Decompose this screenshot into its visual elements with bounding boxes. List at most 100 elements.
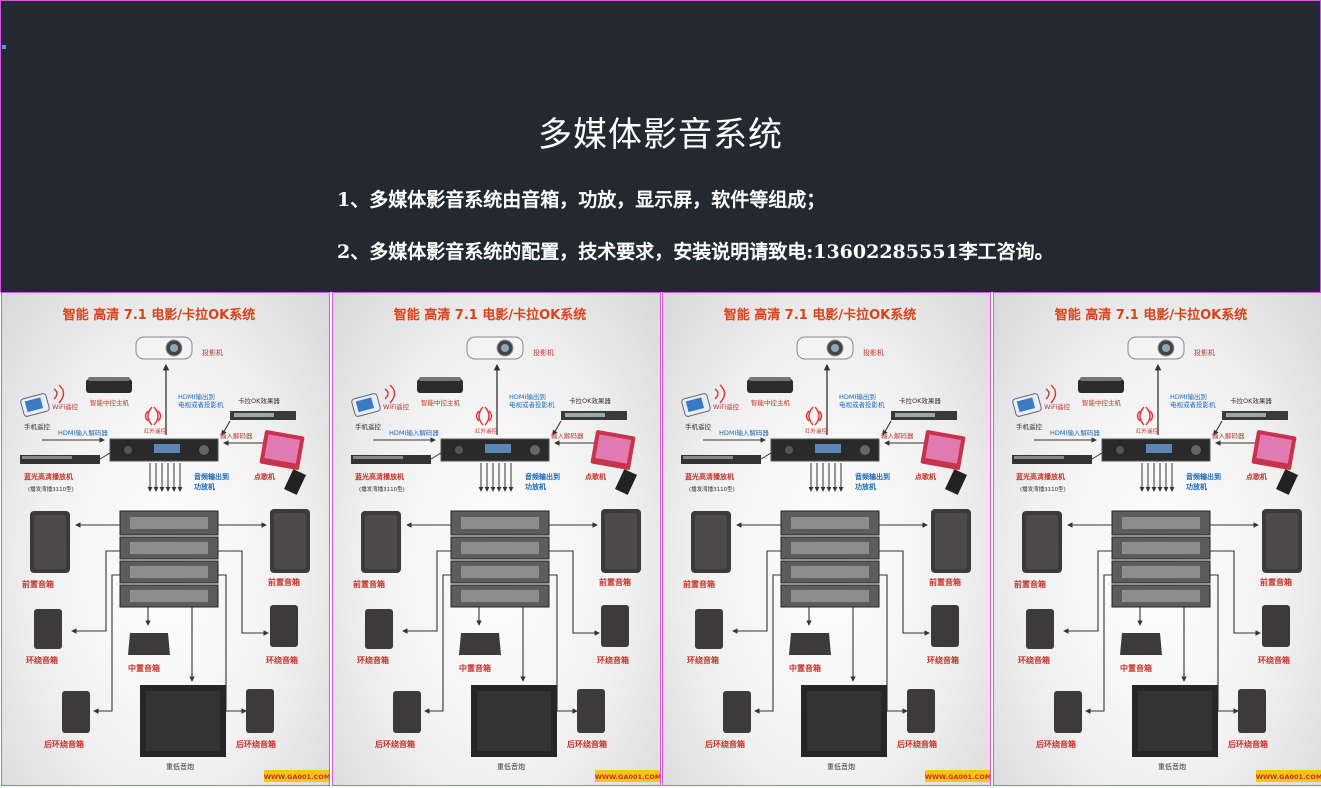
website-badge [595, 770, 660, 782]
diagram-panel-3: 智能 高清 7.1 电影/卡拉OK系统 投影机 HDMI输出到 电视或者投影机 … [662, 292, 991, 786]
input-decoder-label: 输入解码器 [1212, 431, 1245, 440]
karaoke-processor-icon [230, 411, 296, 420]
amplifier-stack-icon [780, 510, 880, 608]
front-left-speaker-icon [1022, 511, 1062, 573]
diagram-panel-4: 智能 高清 7.1 电影/卡拉OK系统 投影机 HDMI输出到 电视或者投影机 … [993, 292, 1321, 786]
front-left-speaker-icon [30, 511, 70, 573]
bluray-player-icon [681, 455, 761, 464]
panel-title: 智能 高清 7.1 电影/卡拉OK系统 [724, 307, 916, 323]
smart-host-icon [747, 377, 793, 393]
page-title: 多媒体影音系统 [538, 115, 783, 155]
front-right-label: 前置音箱 [268, 577, 300, 587]
karaoke-processor-label: 卡拉OK效果器 [1230, 396, 1272, 405]
rear-left-speaker-icon [723, 691, 751, 733]
center-speaker-label: 中置音箱 [1120, 663, 1152, 673]
ir-remote-label: 红外遥控 [1136, 427, 1159, 435]
hdmi-out-label: HDMI输出到 [839, 392, 876, 401]
projector-label: 投影机 [1194, 348, 1215, 357]
phone-remote-icon [681, 393, 711, 417]
rear-left-speaker-icon [393, 691, 421, 733]
projector-label: 投影机 [533, 348, 554, 357]
rear-left-label: 后环绕音箱 [705, 739, 745, 749]
wireless-signal-icon [714, 384, 726, 404]
center-speaker-icon [128, 633, 170, 655]
surround-right-speaker-icon [931, 605, 959, 647]
subwoofer-icon [1132, 685, 1218, 757]
bluray-player-icon [20, 455, 100, 464]
audio-out-label: 音频输出到 [525, 472, 560, 481]
panel-title: 智能 高清 7.1 电影/卡拉OK系统 [1055, 307, 1247, 323]
front-left-label: 前置音箱 [353, 579, 385, 589]
corner-marker [2, 45, 6, 49]
amplifier-stack-icon [119, 510, 219, 608]
surround-left-label: 环绕音箱 [1018, 655, 1050, 665]
surround-left-speaker-icon [1026, 609, 1054, 649]
subwoofer-label: 重低音炮 [1158, 762, 1186, 771]
subwoofer-icon [140, 685, 226, 757]
wireless-signal-icon [1045, 384, 1057, 404]
amp-label: 功放机 [525, 482, 546, 491]
smart-host-icon [86, 377, 132, 393]
surround-left-speaker-icon [695, 609, 723, 649]
center-speaker-label: 中置音箱 [128, 663, 160, 673]
bluray-player-label: 蓝光高清播放机 [355, 472, 404, 481]
projector-icon [466, 336, 524, 360]
karaoke-processor-icon [561, 411, 627, 420]
system-diagram: 智能 高清 7.1 电影/卡拉OK系统 投影机 HDMI输出到 电视或者投影机 … [20, 307, 330, 782]
bluray-player-label: 蓝光高清播放机 [24, 472, 73, 481]
hdmi-in-label: HDMI输入解码器 [389, 428, 439, 437]
surround-right-label: 环绕音箱 [1258, 655, 1290, 665]
website-badge [925, 770, 990, 782]
website-badge [264, 770, 329, 782]
input-decoder-label: 输入解码器 [881, 431, 914, 440]
ir-remote-label: 红外遥控 [144, 427, 167, 435]
hdmi-out-sub-label: 电视或者投影机 [509, 400, 555, 409]
bluray-model-label: (播发湾播3110型) [359, 485, 405, 493]
hdmi-out-sub-label: 电视或者投影机 [839, 400, 885, 409]
system-diagram: 智能 高清 7.1 电影/卡拉OK系统 投影机 HDMI输出到 电视或者投影机 … [681, 307, 991, 782]
surround-left-label: 环绕音箱 [26, 655, 58, 665]
hdmi-in-label: HDMI输入解码器 [1050, 428, 1100, 437]
rear-left-label: 后环绕音箱 [1036, 739, 1076, 749]
song-machine-icon [1251, 430, 1298, 495]
bluray-model-label: (播发湾播3110型) [1020, 485, 1066, 493]
song-machine-label: 点歌机 [1246, 472, 1267, 481]
wifi-remote-label: WiFi遥控 [713, 402, 740, 411]
projector-icon [796, 336, 854, 360]
bluray-player-icon [351, 455, 431, 464]
wifi-remote-label: WiFi遥控 [1044, 402, 1071, 411]
header-banner: 多媒体影音系统 1、多媒体影音系统由音箱，功放，显示屏，软件等组成； 2、多媒体… [0, 0, 1321, 292]
rear-left-speaker-icon [1054, 691, 1082, 733]
projector-icon [1127, 336, 1185, 360]
hdmi-out-sub-label: 电视或者投影机 [1170, 400, 1216, 409]
smart-host-icon [417, 377, 463, 393]
rear-right-speaker-icon [577, 689, 605, 733]
song-machine-icon [920, 430, 967, 495]
amp-label: 功放机 [1186, 482, 1207, 491]
rear-right-label: 后环绕音箱 [897, 739, 937, 749]
song-machine-label: 点歌机 [585, 472, 606, 481]
phone-remote-icon [20, 393, 50, 417]
website-text: WWW.GA001.COM [925, 773, 991, 781]
surround-left-speaker-icon [34, 609, 62, 649]
song-machine-icon [590, 430, 637, 495]
ir-remote-label: 红外遥控 [805, 427, 828, 435]
wifi-remote-label: WiFi遥控 [383, 402, 410, 411]
front-left-label: 前置音箱 [22, 579, 54, 589]
hdmi-out-label: HDMI输出到 [1170, 392, 1207, 401]
hdmi-in-label: HDMI输入解码器 [58, 428, 108, 437]
surround-left-speaker-icon [365, 609, 393, 649]
website-text: WWW.GA001.COM [264, 773, 330, 781]
rear-right-speaker-icon [907, 689, 935, 733]
website-text: WWW.GA001.COM [595, 773, 661, 781]
wireless-signal-icon [384, 384, 396, 404]
description-line-1: 1、多媒体影音系统由音箱，功放，显示屏，软件等组成； [337, 189, 826, 211]
hdmi-out-label: HDMI输出到 [509, 392, 546, 401]
subwoofer-label: 重低音炮 [166, 762, 194, 771]
karaoke-processor-label: 卡拉OK效果器 [899, 396, 941, 405]
ir-signal-icon [1136, 406, 1154, 426]
karaoke-processor-label: 卡拉OK效果器 [569, 396, 611, 405]
input-decoder-label: 输入解码器 [220, 431, 253, 440]
hdmi-in-label: HDMI输入解码器 [719, 428, 769, 437]
